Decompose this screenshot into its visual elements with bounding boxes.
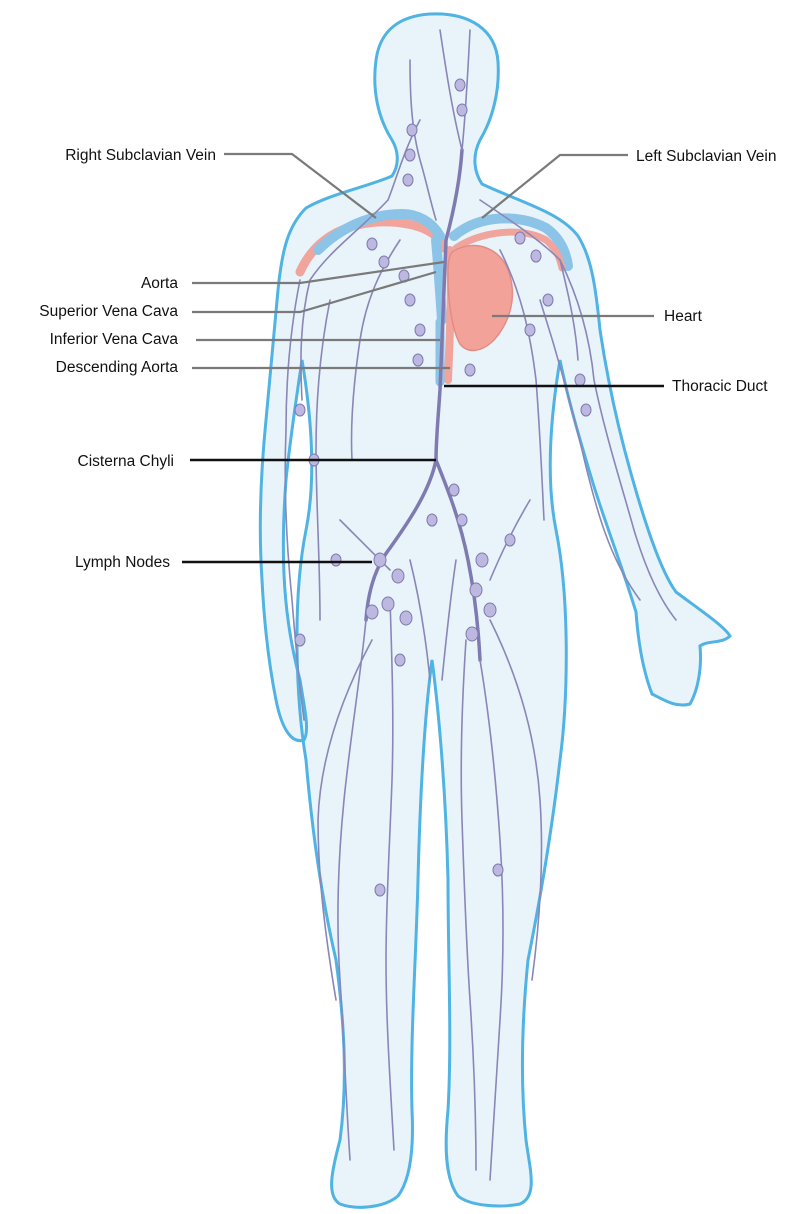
label-descending-aorta: Descending Aorta bbox=[56, 359, 179, 376]
label-left-subclavian-vein: Left Subclavian Vein bbox=[636, 148, 776, 165]
label-inferior-vena-cava: Inferior Vena Cava bbox=[50, 331, 179, 348]
superior-vena-cava-vessel bbox=[436, 240, 442, 320]
label-thoracic-duct: Thoracic Duct bbox=[672, 378, 768, 395]
label-cisterna-chyli: Cisterna Chyli bbox=[78, 453, 174, 470]
label-right-subclavian-vein: Right Subclavian Vein bbox=[65, 147, 216, 164]
label-aorta: Aorta bbox=[141, 275, 178, 292]
label-lymph-nodes: Lymph Nodes bbox=[75, 554, 170, 571]
label-superior-vena-cava: Superior Vena Cava bbox=[39, 303, 178, 320]
label-heart: Heart bbox=[664, 308, 703, 325]
